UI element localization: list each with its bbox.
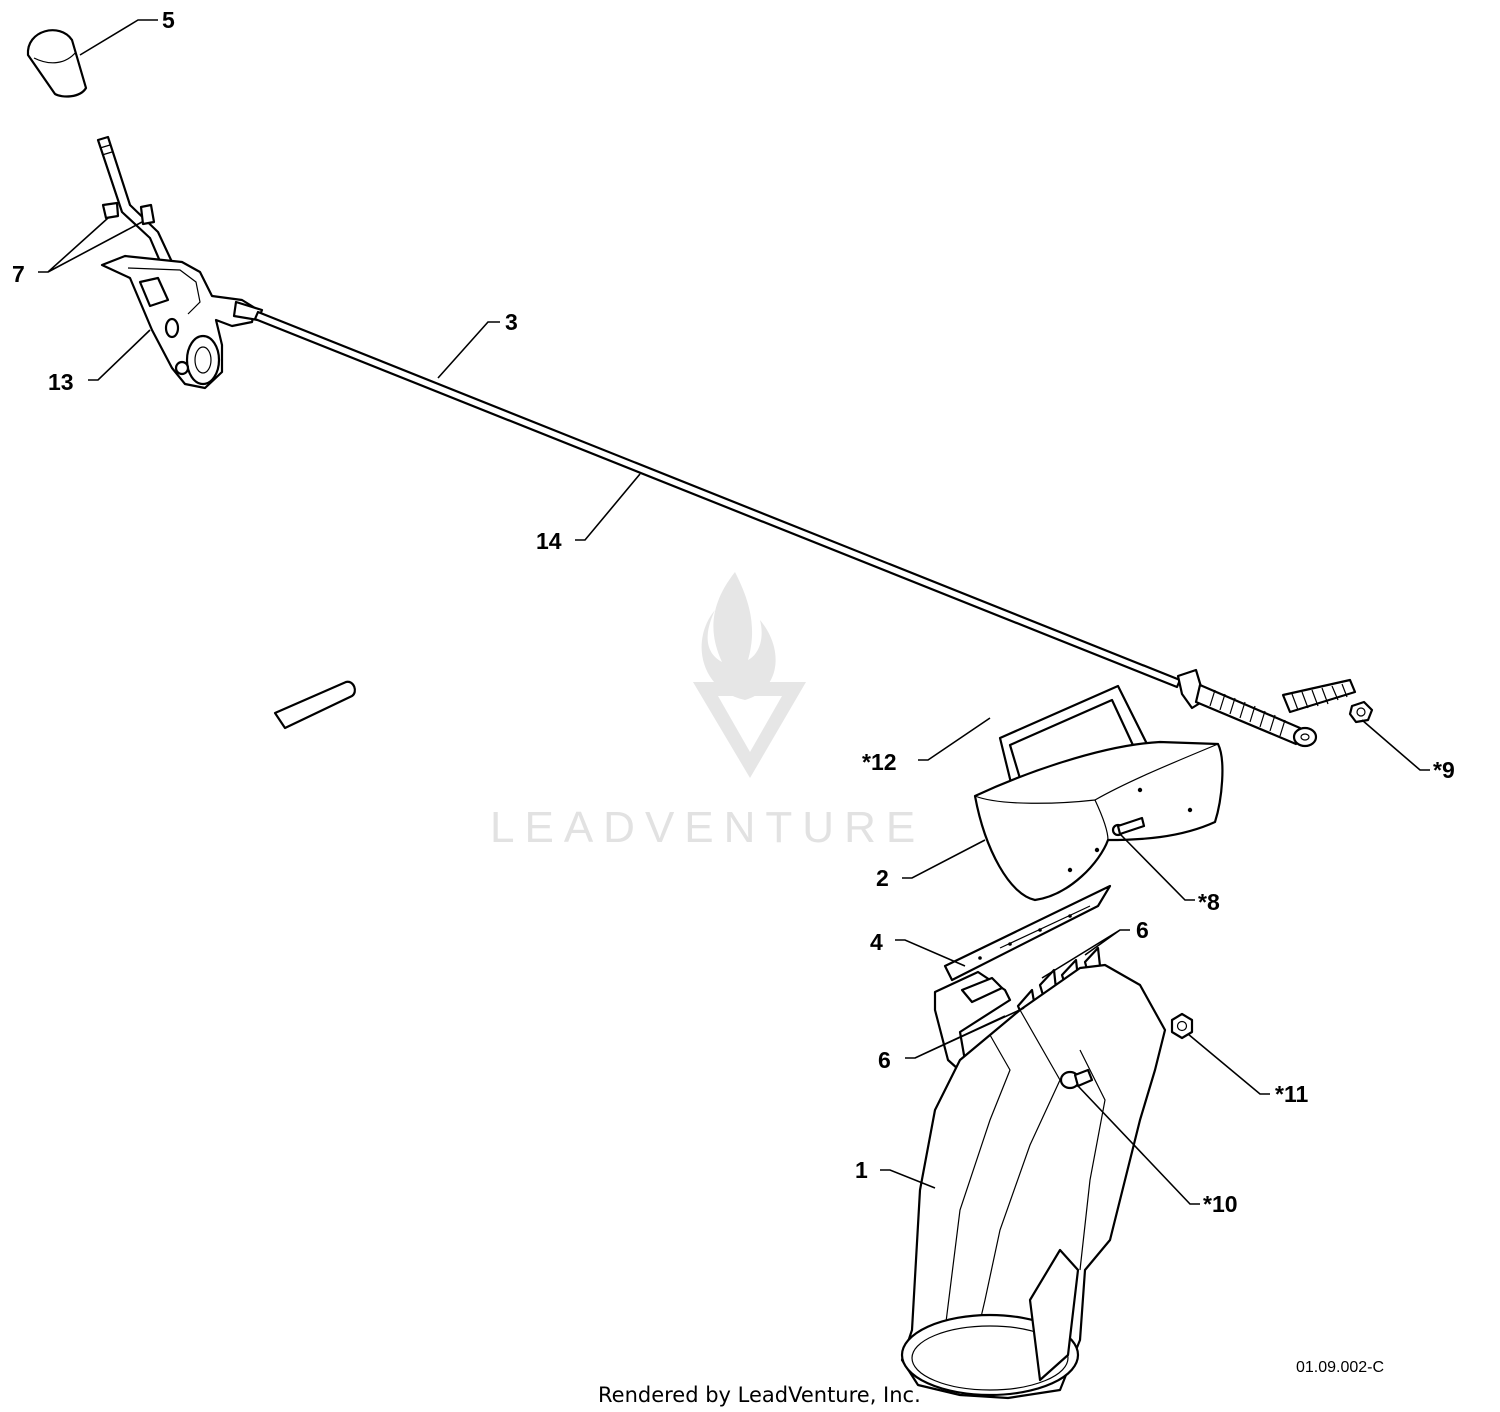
- callout-5: 5: [162, 7, 175, 33]
- callout-10: *10: [1203, 1191, 1238, 1217]
- watermark-text: LEADVENTURE: [490, 803, 925, 852]
- part-2-deflector: [973, 684, 1224, 902]
- leader-8: [1119, 833, 1195, 901]
- leader-2: [902, 839, 986, 879]
- part-11-nut: [1170, 1012, 1194, 1040]
- leader-4: [895, 939, 966, 967]
- leader-3: [437, 321, 500, 379]
- callout-2: 2: [876, 865, 889, 891]
- render-credit: Rendered by LeadVenture, Inc.: [598, 1383, 921, 1407]
- part-12-spring-body: [273, 680, 356, 730]
- callout-labels: 5 7 13 3 14 *12 *9 2 *8 4 6 6 *11 *10 1: [12, 7, 1455, 1217]
- leader-7: [38, 217, 143, 273]
- part-9-nut: [1348, 700, 1374, 724]
- leader-10: [1077, 1085, 1200, 1205]
- part-12-spring: [1281, 678, 1357, 714]
- callout-9: *9: [1433, 757, 1455, 783]
- callout-12: *12: [862, 749, 897, 775]
- leader-13: [88, 329, 151, 381]
- leader-12: [918, 717, 991, 761]
- callout-3: 3: [505, 309, 518, 335]
- flame-v-logo-icon: [693, 572, 806, 778]
- callout-6a: 6: [1136, 917, 1149, 943]
- leader-6b: [905, 1007, 1025, 1059]
- callout-6b: 6: [878, 1047, 891, 1073]
- leader-6a: [1041, 929, 1130, 979]
- part-5-knob: [26, 29, 88, 98]
- callout-1: 1: [855, 1157, 868, 1183]
- callout-4: 4: [870, 929, 883, 955]
- leader-14: [575, 473, 641, 541]
- callout-13: 13: [48, 369, 74, 395]
- part-10-bolt: [1059, 1068, 1094, 1090]
- drawing-reference-code: 01.09.002-C: [1296, 1359, 1384, 1376]
- callout-14: 14: [536, 528, 562, 554]
- part-lever-rod: [96, 135, 174, 268]
- leader-11: [1187, 1033, 1270, 1095]
- callout-8: *8: [1198, 889, 1220, 915]
- callout-7: 7: [12, 261, 25, 287]
- leader-5: [79, 19, 158, 56]
- part-4-plate: [943, 884, 1112, 982]
- watermark: LEADVENTURE: [490, 572, 925, 852]
- part-13-bracket: [100, 254, 264, 390]
- leader-9: [1361, 719, 1430, 771]
- part-1-chute: [900, 963, 1167, 1400]
- part-7-bolts: [101, 201, 156, 226]
- part-3-14-cable: [253, 310, 1318, 748]
- callout-11: *11: [1275, 1081, 1308, 1107]
- leader-1: [880, 1169, 936, 1189]
- leader-lines: [38, 19, 1430, 1205]
